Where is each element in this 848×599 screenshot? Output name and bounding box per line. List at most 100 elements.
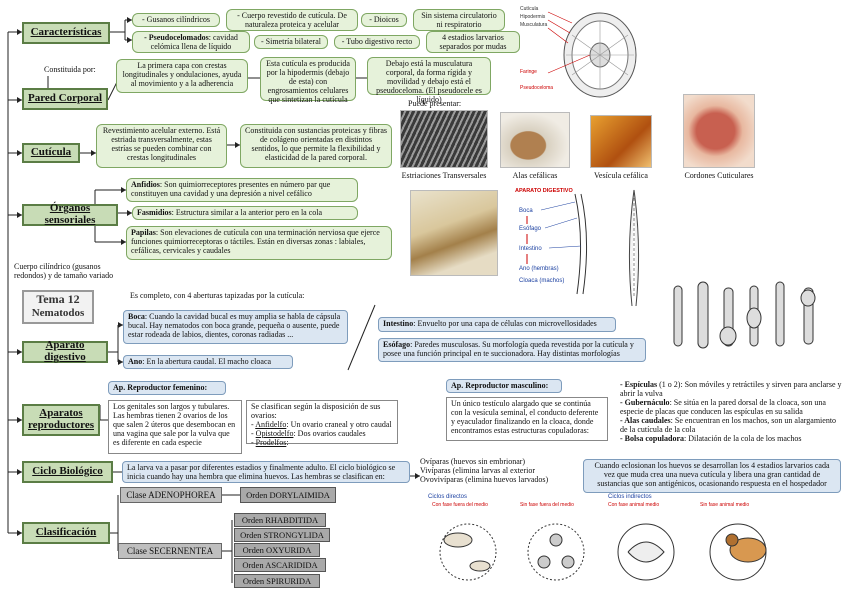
category-pared-corporal: Pared Corporal — [22, 88, 108, 110]
gubernaculo-text: : Se sitúa en la pared dorsal de la cloa… — [620, 397, 826, 416]
estructura-bolsa: - Bolsa copuladora: Dilatación de la col… — [620, 433, 842, 444]
lifecycle-illustrations: Ciclos directos Con fase fuera del medio… — [428, 494, 842, 596]
pared-constituida-label: Constituida por: — [44, 65, 96, 74]
organo-anfidios: Anfidios: Son quimiorreceptores presente… — [126, 178, 358, 202]
opistodelfo-bold: Opistodelfo — [255, 428, 294, 438]
caption-vesicula: Vesícula cefálica — [594, 171, 648, 180]
topic-title: Tema 12 Nematodos — [22, 290, 94, 324]
category-caracteristicas: Características — [22, 22, 110, 44]
repro-femenino-text: Los genitales son largos y tubulares. La… — [108, 400, 242, 454]
cross-label-hipodermis: Hipodermis — [520, 14, 546, 20]
cuticula-revestimiento: Revestimiento acelular externo. Está est… — [96, 124, 227, 168]
esophagus-illustration — [622, 188, 646, 308]
ano-bold: Ano — [128, 357, 143, 366]
opistodelfo-text: : Dos ovarios caudales — [293, 428, 366, 438]
category-ciclo-biologico: Ciclo Biológico — [22, 461, 113, 483]
cuerpo-cilindrico: Cuerpo cilíndrico (gusanos redondos) y d… — [14, 262, 114, 280]
intestino-text: : Envuelto por una capa de células con m… — [413, 319, 597, 328]
repro-estructuras: - Espículas (1 o 2): Son móviles y retrá… — [620, 380, 842, 444]
digestivo-completo: Es completo, con 4 aberturas tapizadas p… — [130, 291, 305, 300]
esophagus-types-illustrations — [668, 278, 838, 356]
category-clasificacion: Clasificación — [22, 522, 110, 544]
fasmidios-text: : Estructura similar a la anterior pero … — [171, 208, 323, 217]
caption-alas: Alas cefálicas — [512, 171, 558, 180]
digestive-diagram-title: APARATO DIGESTIVO — [515, 188, 573, 194]
estructura-gubernaculo: - Gubernáculo: Se sitúa en la pared dors… — [620, 397, 842, 417]
lc-ciclo-directo: Ciclos directos — [428, 494, 468, 500]
char-gusanos: - Gusanos cilíndricos — [132, 13, 220, 27]
papilas-bold: Papilas — [131, 228, 156, 237]
repro-masculino-text: Un único testículo alargado que se conti… — [446, 397, 608, 441]
bolsa-text: : Dilatación de la cola de los machos — [684, 433, 802, 443]
repro-masculino-title: Ap. Reproductor masculino: — [446, 379, 562, 393]
char-pseudocelomados-bold: - Pseudocelomados — [144, 33, 209, 42]
esophagus-svg — [628, 189, 640, 307]
boca-text: : Cuando la cavidad bucal es muy amplia … — [128, 312, 341, 339]
prodelfos-bold: Prodelfos — [255, 437, 287, 447]
repro-femenino-title: Ap. Reproductor femenino: — [108, 381, 226, 395]
alas-bold: - Alas caudales — [620, 415, 671, 425]
char-sin-sistema: Sin sistema circulatorio ni respiratorio — [413, 9, 505, 31]
orden-strongylida: Orden STRONGYLIDA — [234, 528, 330, 542]
caption-cordones: Cordones Cuticulares — [684, 171, 754, 180]
pared-capa: La primera capa con crestas longitudinal… — [116, 59, 248, 93]
gubernaculo-bold: - Gubernáculo — [620, 397, 670, 407]
alas-text: : Se encuentran en los machos, son un al… — [620, 415, 837, 434]
papilas-text: : Son elevaciones de cutícula con una te… — [131, 228, 380, 255]
topic-title-line1: Tema 12 — [36, 292, 80, 306]
digestive-arrows — [526, 193, 588, 295]
ovarios-opistodelfo: - Opistodelfo: Dos ovarios caudales — [251, 428, 366, 438]
espiculas-text: (1 o 2): Son móviles y retráctiles y sir… — [620, 380, 842, 398]
char-pseudocelomados: - Pseudocelomados: cavidad celómica llen… — [132, 31, 250, 53]
category-cuticula: Cutícula — [22, 143, 80, 163]
lc-label-1: Con fase fuera del medio — [432, 502, 488, 508]
organo-fasmidios: Fasmidios: Estructura similar a la anter… — [132, 206, 358, 220]
intestino-bold: Intestino — [383, 319, 414, 328]
lc-label-2: Sin fase fuera del medio — [520, 502, 574, 508]
cross-label-musculatura: Musculatura — [520, 22, 548, 28]
diag-intestino: Intestino — [519, 246, 542, 252]
ovarios-prodelfos: - Prodelfos: — [251, 437, 289, 447]
cross-label-cuticula: Cutícula — [520, 6, 539, 12]
esofago-text: : Paredes musculosas. Su morfología qued… — [383, 340, 634, 358]
esophagus-types-svg — [673, 281, 816, 349]
photo-cordones-cuticulares — [683, 94, 755, 168]
char-tubo-digestivo: - Tubo digestivo recto — [334, 35, 420, 49]
pared-hipodermis: Esta cutícula es producida por la hipode… — [260, 57, 356, 104]
lc-label-3: Con fase animal medio — [608, 502, 660, 508]
char-pseudocelomados-text: : cavidad celómica llena de líquido — [150, 33, 238, 51]
diag-esofago: Esófago — [519, 226, 542, 232]
char-dioicos: - Dioicos — [361, 13, 407, 27]
orden-rhabditida: Orden RHABDITIDA — [234, 513, 326, 527]
bolsa-bold: - Bolsa copuladora — [620, 433, 685, 443]
cross-label-pseudoceloma: Pseudoceloma — [520, 85, 554, 91]
orden-dorylaimida: Orden DORYLAIMIDA — [240, 487, 336, 503]
cross-section-diagram: Cutícula Hipodermis Musculatura Faringe … — [520, 5, 638, 105]
digestive-diagram: APARATO DIGESTIVO Boca Esófago Intestino… — [515, 188, 615, 300]
estructura-alas: - Alas caudales: Se encuentran en los ma… — [620, 415, 842, 435]
photo-nematode-head — [410, 190, 498, 276]
pared-musculatura: Debajo está la musculatura corporal, da … — [367, 57, 491, 104]
boca-bold: Boca — [128, 312, 145, 321]
anfidelfo-bold: Anfidelfo — [255, 419, 287, 429]
char-estadios: 4 estadios larvarios separados por mudas — [426, 31, 520, 53]
prodelfos-text: : — [286, 437, 289, 447]
digestivo-intestino: Intestino: Envuelto por una capa de célu… — [378, 317, 616, 332]
ovarios-anfidelfo: - Anfidelfo: Un ovario craneal y otro ca… — [251, 419, 392, 429]
repro-ovarios: Se clasifican según la disposición de su… — [246, 400, 398, 447]
anfidelfo-text: : Un ovario craneal y otro caudal — [286, 419, 392, 429]
photo-alas-cefalicas — [500, 112, 570, 168]
ano-text: : En la abertura caudal. El macho cloaca — [142, 357, 272, 366]
diag-cloaca: Cloaca (machos) — [519, 278, 565, 284]
estructura-espiculas: - Espículas (1 o 2): Son móviles y retrá… — [620, 380, 842, 399]
digestivo-ano: Ano: En la abertura caudal. El macho clo… — [123, 355, 293, 369]
digestivo-esofago: Esófago: Paredes musculosas. Su morfolog… — [378, 338, 646, 362]
caption-estriaciones: Estriaciones Transversales — [401, 171, 487, 180]
lc-ciclo-indirecto: Ciclos indirectos — [608, 494, 652, 500]
clase-adenophorea: Clase ADENOPHOREA — [120, 487, 222, 503]
cross-section-illustration — [547, 11, 637, 98]
pared-puede-presentar: Puede presentar: — [408, 99, 462, 108]
ovarios-intro: Se clasifican según la disposición de su… — [251, 402, 381, 420]
organo-papilas: Papilas: Son elevaciones de cutícula con… — [126, 226, 392, 260]
